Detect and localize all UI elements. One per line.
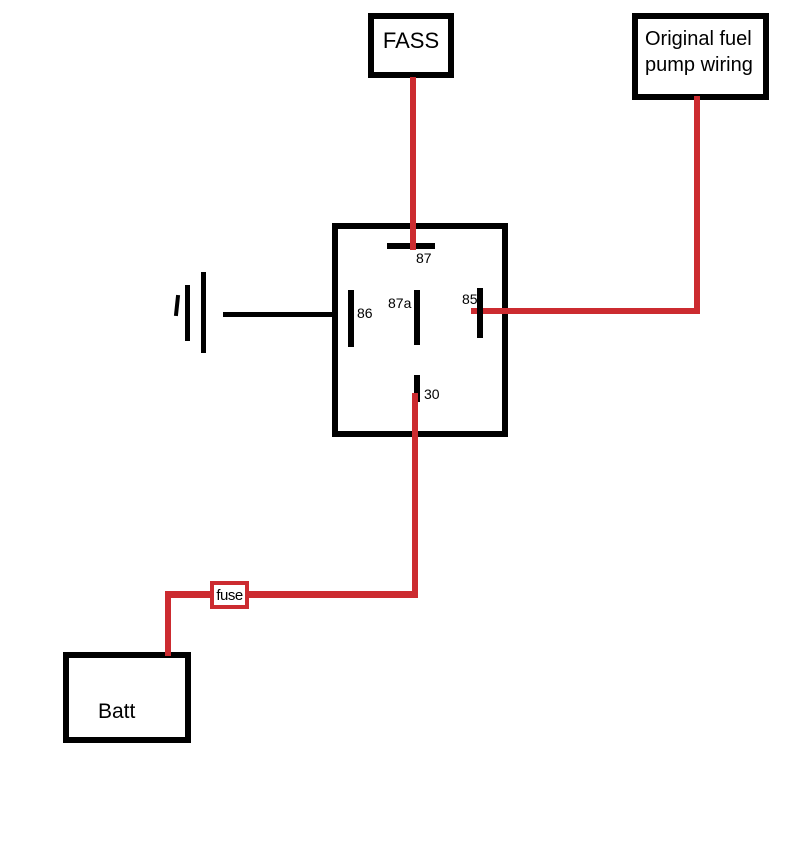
- ground-bar-long: [201, 272, 206, 353]
- batt-box: Batt: [63, 652, 191, 743]
- fass-label: FASS: [382, 28, 440, 53]
- relay-pin-87-label: 87: [416, 250, 432, 266]
- relay-pin-86-bar: [348, 290, 354, 347]
- wire-fuse-to-batt: [165, 591, 171, 656]
- original-fuel-pump-label-line1: Original fuel: [645, 28, 752, 50]
- wire-fass-to-pin87: [410, 77, 416, 250]
- ground-bar-middle: [185, 285, 190, 341]
- relay-pin-30-bar: [414, 375, 420, 402]
- relay-pin-87a-label: 87a: [388, 295, 412, 311]
- wire-ground-horizontal: [223, 312, 351, 317]
- wire-original-pump-vertical: [694, 96, 700, 314]
- relay-pin-86-label: 86: [357, 305, 373, 321]
- wire-fuse-horizontal: [165, 591, 418, 598]
- fass-box: FASS: [368, 13, 454, 78]
- relay-pin-30-label: 30: [424, 386, 440, 402]
- relay-pin-87a-bar: [414, 290, 420, 345]
- fuse-box: fuse: [210, 581, 249, 609]
- wire-pin85-horizontal: [471, 308, 700, 314]
- original-fuel-pump-label-line2: pump wiring: [645, 54, 753, 76]
- fuse-label: fuse: [216, 586, 243, 604]
- ground-bar-short: [173, 294, 181, 317]
- relay-pin-85-label: 85: [462, 291, 478, 307]
- relay-pin-85-bar: [477, 288, 483, 338]
- wire-pin30-to-fuse: [412, 393, 418, 598]
- original-fuel-pump-box: Original fuel pump wiring: [632, 13, 769, 100]
- batt-label: Batt: [98, 700, 136, 723]
